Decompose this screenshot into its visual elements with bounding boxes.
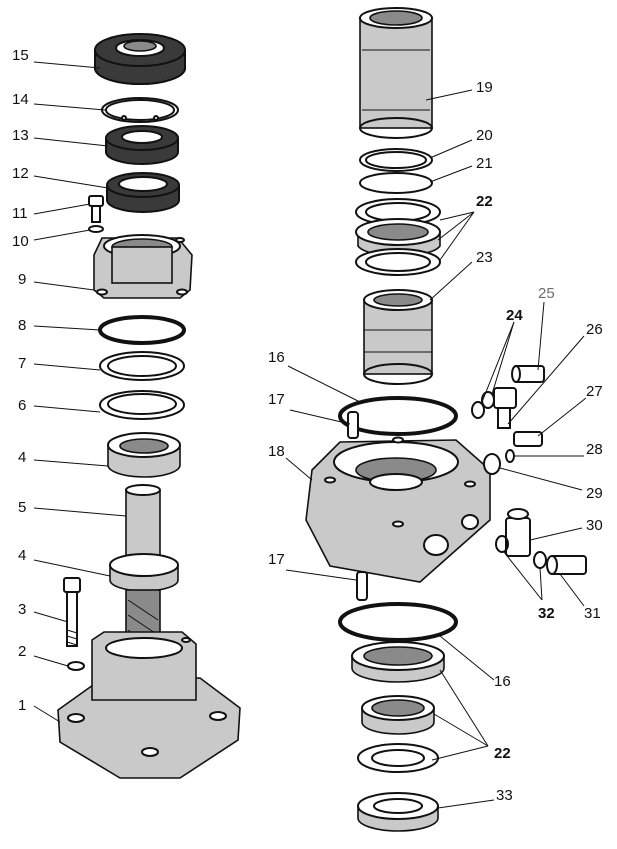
part-16-o-ring-upper: [338, 396, 458, 436]
label-part-24: 24: [506, 307, 523, 324]
part-28-washer: [505, 449, 515, 463]
label-part-1: 1: [18, 697, 27, 714]
label-part-22-upper: 22: [476, 193, 493, 210]
label-part-11: 11: [12, 205, 28, 222]
label-part-28: 28: [586, 441, 603, 458]
part-22-bearing-lower: [351, 641, 445, 773]
part-27-fitting: [513, 431, 543, 447]
part-31-banjo-bolt: [546, 555, 587, 575]
label-part-19: 19: [476, 79, 493, 96]
part-25-plug: [511, 365, 545, 383]
label-part-25: 25: [538, 285, 555, 302]
part-23-bushing: [363, 289, 433, 385]
label-part-12: 12: [12, 165, 29, 182]
label-part-18: 18: [268, 443, 285, 460]
label-part-16-upper: 16: [268, 349, 285, 366]
part-18-main-housing: [305, 436, 491, 583]
part-16-o-ring-lower: [338, 602, 458, 642]
label-part-23: 23: [476, 249, 493, 266]
part-4-bearing-lower: [109, 553, 179, 592]
label-part-15: 15: [12, 47, 29, 64]
part-10-washer: [88, 225, 104, 233]
part-9-bearing-housing: [93, 234, 193, 299]
label-part-17-upper: 17: [268, 391, 285, 408]
part-20-ring: [359, 148, 433, 172]
label-part-6: 6: [18, 397, 27, 414]
label-part-4-upper: 4: [18, 449, 27, 466]
label-part-31: 31: [584, 605, 601, 622]
part-29-nozzle: [483, 453, 501, 475]
label-part-9: 9: [18, 271, 27, 288]
label-part-2: 2: [18, 643, 27, 660]
label-part-7: 7: [18, 355, 27, 372]
part-7-shim: [99, 351, 185, 381]
label-part-16-lower: 16: [494, 673, 511, 690]
label-part-32: 32: [538, 605, 555, 622]
part-8-o-ring: [98, 315, 186, 345]
part-19-sleeve: [359, 7, 433, 139]
part-30-tee-fitting: [505, 508, 531, 557]
part-22-bearing-upper: [355, 198, 441, 276]
label-part-10: 10: [12, 233, 29, 250]
label-part-27: 27: [586, 383, 603, 400]
part-1-housing: [57, 631, 241, 779]
label-part-14: 14: [12, 91, 29, 108]
label-part-4-lower: 4: [18, 547, 27, 564]
label-part-22-lower: 22: [494, 745, 511, 762]
part-17-pin-lower: [356, 571, 368, 601]
label-part-20: 20: [476, 127, 493, 144]
label-part-30: 30: [586, 517, 603, 534]
part-3-bolt: [63, 577, 81, 647]
part-21-ring: [359, 172, 433, 194]
part-14-retaining-ring: [101, 97, 179, 123]
label-part-29: 29: [586, 485, 603, 502]
part-12-seal: [106, 172, 180, 213]
part-17-pin-upper: [347, 411, 359, 439]
label-part-26: 26: [586, 321, 603, 338]
label-part-8: 8: [18, 317, 27, 334]
part-11-bolt: [88, 195, 104, 223]
part-26-union: [493, 387, 517, 429]
label-part-3: 3: [18, 601, 27, 618]
leader-lines: [33, 61, 587, 809]
label-part-33: 33: [496, 787, 513, 804]
label-part-5: 5: [18, 499, 27, 516]
part-33-round-nut: [357, 792, 439, 832]
part-15-seal-housing: [94, 33, 186, 85]
part-2-washer: [67, 661, 85, 671]
label-part-13: 13: [12, 127, 29, 144]
part-6-shim: [99, 390, 185, 420]
part-24-seal-rings: [471, 391, 495, 419]
part-5-shaft: [125, 484, 161, 561]
part-4-bearing-upper: [107, 432, 181, 478]
label-part-17-lower: 17: [268, 551, 285, 568]
part-13-seal: [105, 125, 179, 165]
label-part-21: 21: [476, 155, 493, 172]
